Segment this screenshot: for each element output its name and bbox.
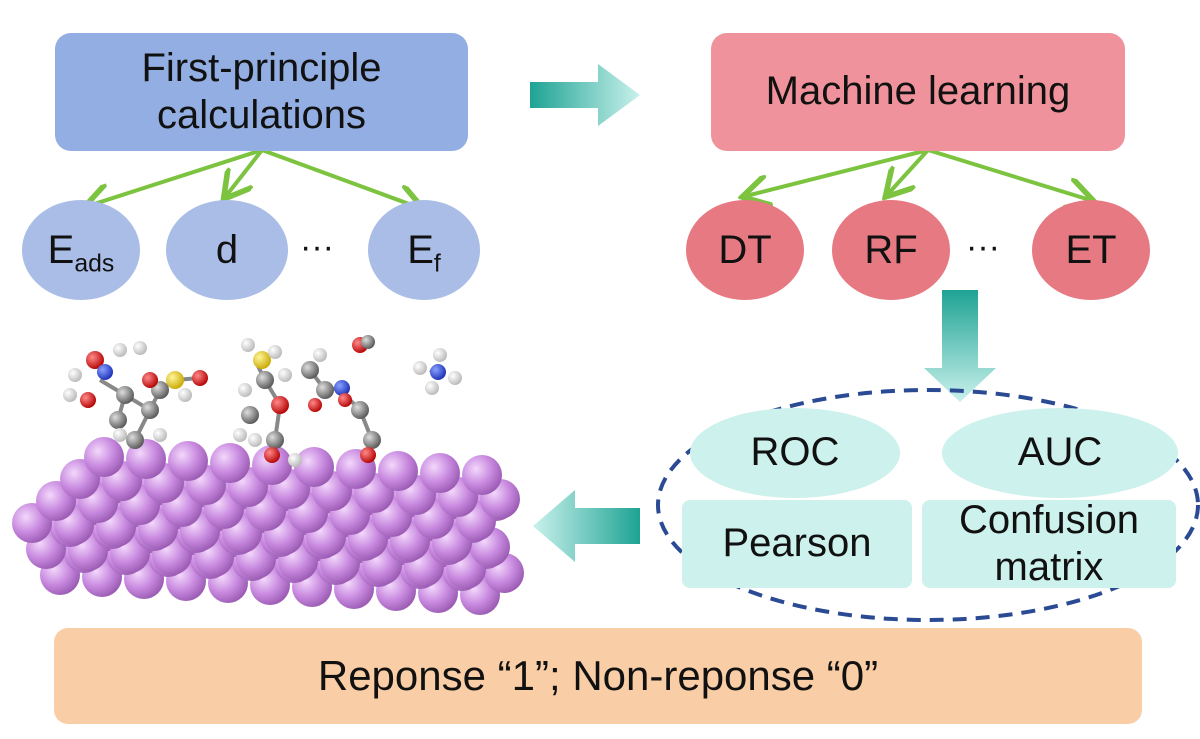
molecule-atom — [266, 431, 284, 449]
metal-atom — [252, 445, 292, 485]
molecule-atom — [248, 433, 262, 447]
molecule-atom — [68, 368, 82, 382]
molecule-atom — [288, 453, 302, 467]
flow-arrow-right — [530, 64, 640, 126]
molecule-atom — [430, 364, 446, 380]
model-ellipsis: ··· — [966, 228, 1000, 266]
branch-arrows-left — [88, 148, 420, 208]
molecule-atom — [264, 447, 280, 463]
result-bar-text: Reponse “1”; Non-reponse “0” — [317, 652, 879, 700]
molecule-atom — [241, 338, 255, 352]
molecule-atom — [448, 371, 462, 385]
molecule-atom — [116, 386, 134, 404]
first-principle-line1: First-principle — [141, 45, 382, 90]
molecule-atom — [308, 398, 322, 412]
metric-pearson-label: Pearson — [722, 521, 872, 566]
molecule-atom — [338, 393, 352, 407]
machine-learning-box: Machine learning — [711, 33, 1125, 151]
molecule-atom — [238, 383, 252, 397]
first-principle-box: First-principle calculations — [55, 33, 468, 151]
confusion-line2: matrix — [994, 545, 1104, 589]
model-et-label: ET — [1065, 227, 1117, 272]
model-oval-dt: DT — [686, 200, 804, 300]
molecule-atom — [142, 372, 158, 388]
metric-auc: AUC — [942, 408, 1178, 498]
molecule-atom — [80, 392, 96, 408]
first-principle-line2: calculations — [156, 93, 366, 137]
molecule-atom — [97, 364, 113, 380]
model-oval-et: ET — [1032, 200, 1150, 300]
feature-oval-eads: Eads — [22, 200, 140, 300]
molecule-atom — [433, 348, 447, 362]
metal-atom — [294, 447, 334, 487]
molecule-atom — [278, 368, 292, 382]
molecule-atom — [256, 371, 274, 389]
metric-auc-label: AUC — [1017, 430, 1103, 475]
metal-atom — [462, 455, 502, 495]
molecule-atom — [133, 341, 147, 355]
feature-oval-ef: Ef — [368, 200, 480, 300]
molecule-atom — [316, 381, 334, 399]
metal-atom — [168, 441, 208, 481]
model-dt-label: DT — [718, 227, 772, 272]
molecule-atom — [363, 431, 381, 449]
molecule-atom — [63, 388, 77, 402]
metal-atom — [210, 443, 250, 483]
molecule-atom — [113, 343, 127, 357]
molecule-atom — [86, 351, 104, 369]
molecule-atom — [113, 428, 127, 442]
molecule-atom — [253, 351, 271, 369]
molecule-atom — [301, 361, 319, 379]
molecule-atom — [351, 401, 369, 419]
feature-oval-d: d — [166, 200, 288, 300]
metal-atom — [126, 439, 166, 479]
molecule-illustration — [63, 335, 462, 467]
molecule-atom — [425, 381, 439, 395]
branch-arrows-right — [746, 148, 1090, 200]
metric-roc-label: ROC — [750, 430, 840, 475]
metal-atom — [378, 451, 418, 491]
flow-arrow-left — [533, 490, 640, 562]
feature-eads-label: Eads — [47, 227, 115, 278]
model-oval-rf: RF — [832, 200, 950, 300]
model-rf-label: RF — [864, 227, 918, 272]
metrics-dashed-ellipse — [656, 388, 1200, 622]
molecule-atom — [241, 406, 259, 424]
molecule-atom — [192, 370, 208, 386]
molecule-atom — [126, 431, 144, 449]
flow-arrow-down — [924, 290, 996, 402]
molecule-atom — [178, 388, 192, 402]
molecule-atom — [271, 396, 289, 414]
molecule-atom — [268, 345, 282, 359]
metric-pearson: Pearson — [682, 500, 912, 588]
molecule-atom — [153, 428, 167, 442]
metal-surface-slab — [12, 437, 524, 615]
molecule-atom — [361, 335, 375, 349]
molecule-atom — [166, 371, 184, 389]
feature-ef-label: Ef — [407, 227, 441, 278]
molecule-atom — [334, 380, 350, 396]
metal-atom — [420, 453, 460, 493]
molecule-atom — [413, 361, 427, 375]
metric-roc: ROC — [690, 408, 900, 498]
feature-ellipsis: ··· — [300, 228, 334, 266]
confusion-line1: Confusion — [958, 497, 1140, 542]
result-bar: Reponse “1”; Non-reponse “0” — [54, 628, 1142, 724]
molecule-atom — [233, 428, 247, 442]
molecule-atom — [141, 401, 159, 419]
feature-d-label: d — [215, 227, 239, 272]
metal-atom — [84, 437, 124, 477]
metric-confusion-matrix: Confusion matrix — [922, 497, 1176, 589]
molecule-atom — [360, 447, 376, 463]
machine-learning-title: Machine learning — [765, 69, 1071, 114]
molecule-atom — [109, 411, 127, 429]
molecule-atom — [313, 348, 327, 362]
